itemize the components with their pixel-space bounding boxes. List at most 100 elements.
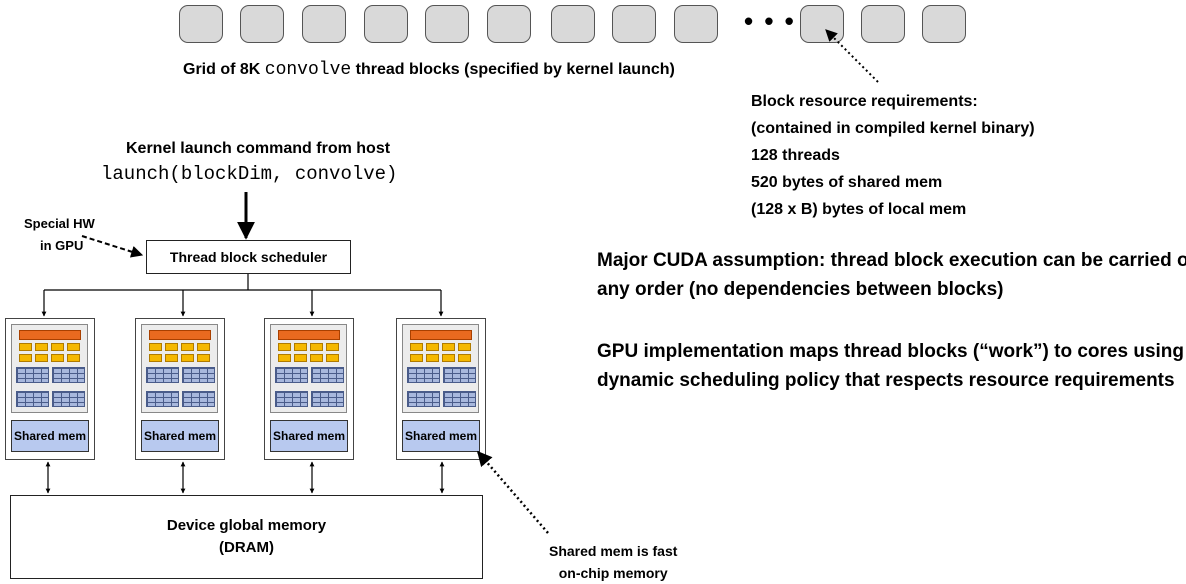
core-alu — [310, 354, 323, 362]
core-context-storage — [16, 391, 49, 407]
gpu-core: Shared mem — [264, 318, 354, 460]
shared-mem-note: Shared mem is fast on-chip memory — [549, 540, 677, 584]
thread-block-scheduler: Thread block scheduler — [146, 240, 351, 274]
core-compute-units — [270, 324, 347, 413]
core-context-storage — [407, 391, 440, 407]
core-context-storage — [407, 367, 440, 383]
core-context-storage — [275, 367, 308, 383]
grid-thread-block — [551, 5, 595, 43]
grid-thread-block — [487, 5, 531, 43]
core-alu — [51, 354, 64, 362]
core-alu — [442, 343, 455, 351]
core-compute-units — [402, 324, 479, 413]
device-global-memory: Device global memory (DRAM) — [10, 495, 483, 579]
core-alu — [294, 354, 307, 362]
special-hw-label: Special HW in GPU — [24, 213, 95, 257]
core-alu — [67, 343, 80, 351]
impl-line1: GPU implementation maps thread blocks (“… — [597, 341, 1186, 362]
grid-thread-block — [364, 5, 408, 43]
requirements-line: (128 x B) bytes of local mem — [751, 201, 967, 218]
core-alu — [326, 354, 339, 362]
launch-code: launch(blockDim, convolve) — [101, 163, 398, 185]
core-context-storage — [16, 367, 49, 383]
core-alu — [67, 354, 80, 362]
special-hw-arrow — [81, 235, 144, 258]
gpu-core: Shared mem — [396, 318, 486, 460]
grid-thread-block — [922, 5, 966, 43]
block-requirements: Block resource requirements: (contained … — [751, 88, 1035, 223]
core-fetch-decode — [278, 330, 340, 340]
core-context-storage — [311, 391, 344, 407]
requirements-arrow — [825, 29, 879, 83]
gpu-core: Shared mem — [5, 318, 95, 460]
grid-caption-post: thread blocks (specified by kernel launc… — [351, 61, 675, 78]
core-alu — [19, 354, 32, 362]
core-context-storage — [182, 391, 215, 407]
core-context-storage — [52, 391, 85, 407]
shared-note-line1: Shared mem is fast — [549, 543, 678, 559]
grid-thread-block — [674, 5, 718, 43]
special-hw-line1: Special HW — [24, 216, 95, 231]
grid-thread-block — [240, 5, 284, 43]
core-alu — [426, 343, 439, 351]
shared-mem-box: Shared mem — [11, 420, 89, 452]
core-alu — [326, 343, 339, 351]
core-alu — [181, 354, 194, 362]
core-fetch-decode — [410, 330, 472, 340]
grid-caption-code: convolve — [264, 60, 352, 80]
core-alu — [278, 354, 291, 362]
core-alu — [458, 343, 471, 351]
grid-caption-pre: Grid of 8K — [183, 61, 265, 78]
core-context-storage — [275, 391, 308, 407]
core-alu — [181, 343, 194, 351]
shared-mem-box: Shared mem — [402, 420, 480, 452]
grid-ellipsis: • • • — [744, 6, 796, 36]
core-context-storage — [52, 367, 85, 383]
grid-caption: Grid of 8K convolve thread blocks (speci… — [183, 60, 675, 80]
core-alu — [165, 343, 178, 351]
core-context-storage — [146, 391, 179, 407]
core-alu — [310, 343, 323, 351]
grid-thread-block — [302, 5, 346, 43]
core-alu — [35, 343, 48, 351]
global-memory-line1: Device global memory — [166, 517, 327, 534]
shared-mem-box: Shared mem — [141, 420, 219, 452]
grid-thread-block — [612, 5, 656, 43]
grid-thread-block — [425, 5, 469, 43]
core-alu — [19, 343, 32, 351]
shared-note-arrow — [477, 450, 549, 534]
requirements-line: Block resource requirements: — [751, 93, 978, 110]
core-alu — [278, 343, 291, 351]
grid-thread-block — [179, 5, 223, 43]
launch-title: Kernel launch command from host — [126, 140, 391, 157]
requirements-line: 128 threads — [751, 147, 840, 164]
core-alu — [197, 343, 210, 351]
core-compute-units — [141, 324, 218, 413]
cuda-assumption-note: Major CUDA assumption: thread block exec… — [597, 246, 1186, 304]
core-alu — [165, 354, 178, 362]
core-alu — [149, 343, 162, 351]
core-alu — [149, 354, 162, 362]
core-alu — [51, 343, 64, 351]
core-fetch-decode — [149, 330, 211, 340]
scheduler-label: Thread block scheduler — [169, 249, 328, 265]
core-alu — [410, 343, 423, 351]
core-context-storage — [443, 367, 476, 383]
core-alu — [197, 354, 210, 362]
core-context-storage — [443, 391, 476, 407]
global-memory-line2: (DRAM) — [219, 539, 274, 556]
special-hw-line2: in GPU — [40, 238, 84, 253]
impl-line2: dynamic scheduling policy that respects … — [597, 370, 1175, 391]
grid-thread-block — [861, 5, 905, 43]
core-alu — [426, 354, 439, 362]
assumption-line2: any order (no dependencies between block… — [597, 279, 1004, 300]
shared-note-line2: on-chip memory — [558, 565, 668, 581]
core-alu — [458, 354, 471, 362]
core-alu — [35, 354, 48, 362]
core-alu — [410, 354, 423, 362]
shared-mem-box: Shared mem — [270, 420, 348, 452]
core-alu — [442, 354, 455, 362]
gpu-core: Shared mem — [135, 318, 225, 460]
core-compute-units — [11, 324, 88, 413]
